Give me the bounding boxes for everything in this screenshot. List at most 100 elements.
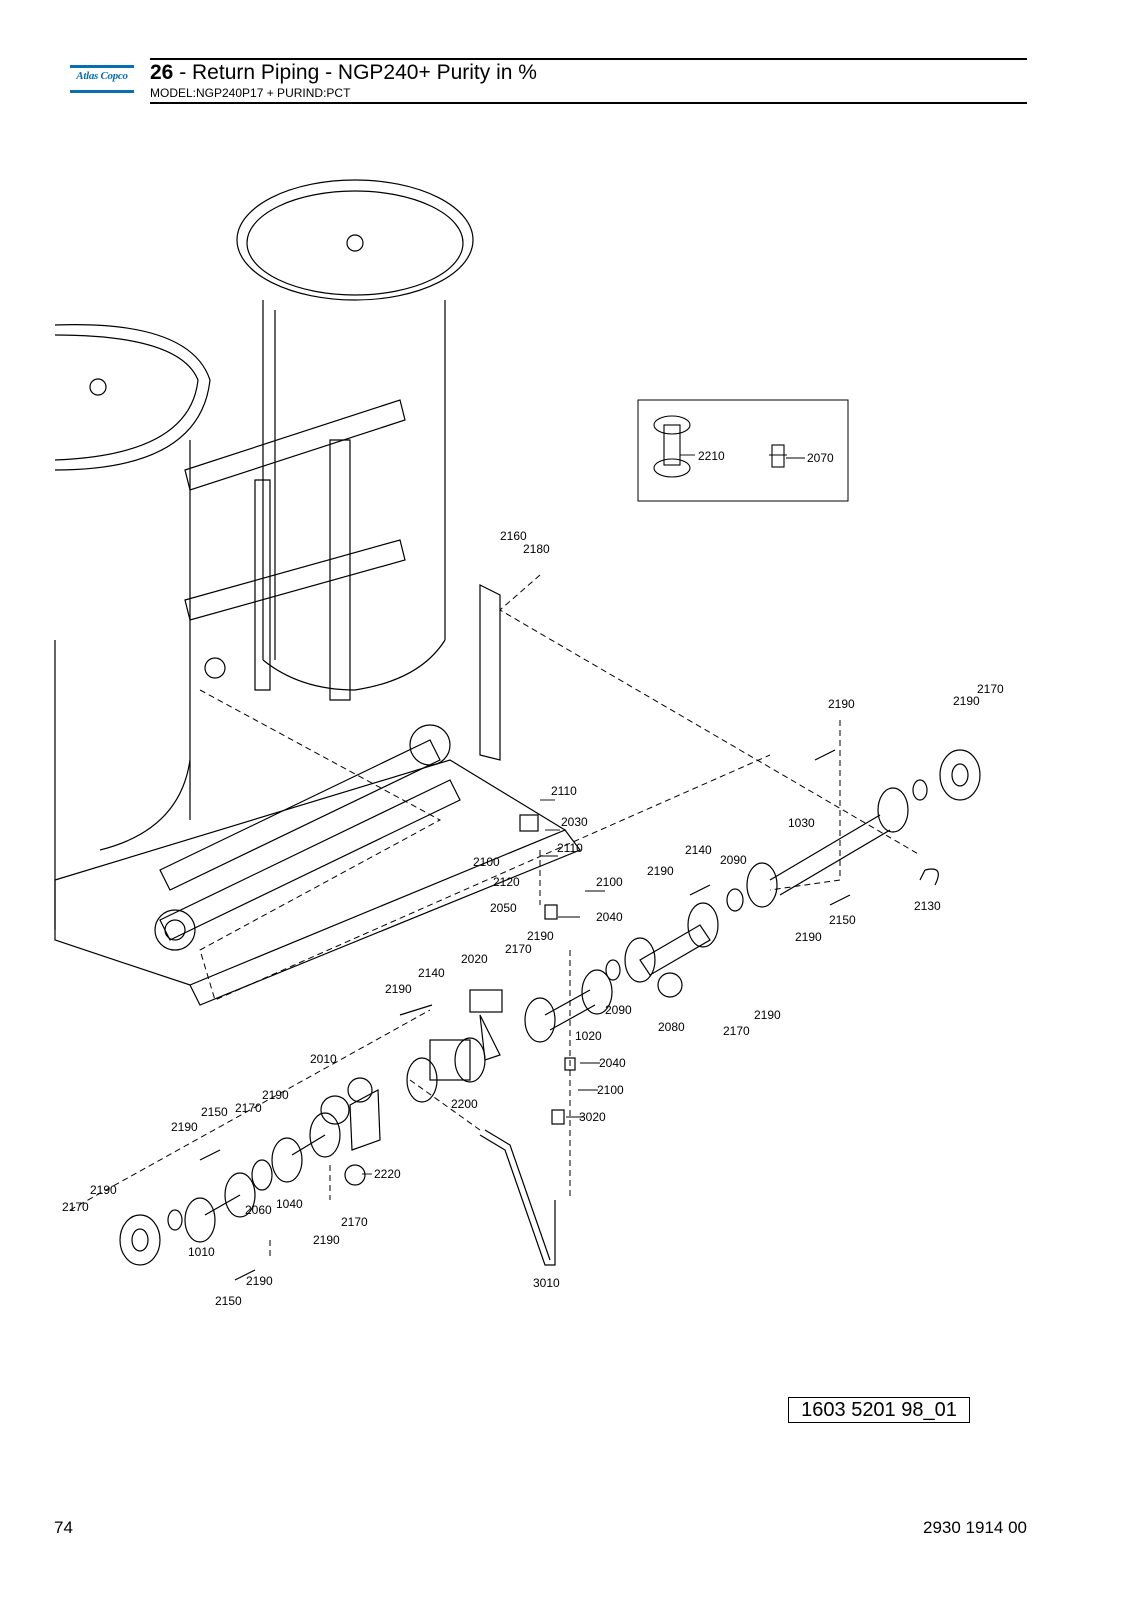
- callout-2130: 2130: [914, 899, 941, 913]
- frame-rail-middle: [184, 539, 406, 621]
- callout-2140-a: 2140: [418, 966, 445, 980]
- callout-2040: 2040: [596, 910, 623, 924]
- callout-2090-a: 2090: [605, 1003, 632, 1017]
- callout-2100-b: 2100: [596, 875, 623, 889]
- bolt-2140-upper: [689, 884, 711, 896]
- callout-2070: 2070: [807, 451, 834, 465]
- flange-right: [939, 749, 981, 801]
- callout-3020: 3020: [579, 1110, 606, 1124]
- existing-return-pipe: [159, 779, 461, 941]
- bolt-2150-lower: [199, 1149, 221, 1161]
- frame-rail-upper: [184, 399, 406, 491]
- callout-2210: 2210: [698, 449, 725, 463]
- section-title: - Return Piping - NGP240+ Purity in %: [173, 61, 537, 84]
- page-number: 74: [54, 1518, 73, 1537]
- spool-2080: [639, 924, 711, 976]
- spool-2210-top-flange: [653, 415, 691, 435]
- callout-2190-g: 2190: [795, 930, 822, 944]
- callout-2100: 2100: [473, 855, 500, 869]
- callout-1020: 1020: [575, 1029, 602, 1043]
- callout-2150-b: 2150: [201, 1105, 228, 1119]
- callout-2190-l: 2190: [246, 1274, 273, 1288]
- callout-2200: 2200: [451, 1097, 478, 1111]
- butterfly-valve-2010: [320, 1095, 350, 1125]
- nut-2220: [344, 1164, 366, 1186]
- callout-2180: 2180: [523, 542, 550, 556]
- bracket-2030: [519, 814, 539, 832]
- callout-2140-b: 2140: [685, 843, 712, 857]
- fitting-2040: [564, 1057, 576, 1071]
- callout-1040: 1040: [276, 1197, 303, 1211]
- callout-2190-j: 2190: [313, 1233, 340, 1247]
- fitting-3020: [551, 1109, 565, 1125]
- callout-1010: 1010: [188, 1245, 215, 1259]
- callout-2020: 2020: [461, 952, 488, 966]
- bolt-2150: [829, 894, 851, 906]
- callout-2190-f: 2190: [953, 694, 980, 708]
- pipe-1030: [769, 814, 881, 881]
- callout-2040-b: 2040: [599, 1056, 626, 1070]
- bolt-2140: [399, 1004, 433, 1016]
- callout-2150-a: 2150: [829, 913, 856, 927]
- leader-lines: [362, 454, 805, 1175]
- callout-1030: 1030: [788, 816, 815, 830]
- left-vessel-top-flange: [54, 324, 211, 471]
- right-vessel-top-flange: [236, 179, 474, 301]
- inset-parts: [653, 415, 787, 478]
- callout-2190-a: 2190: [527, 929, 554, 943]
- callout-2190-c: 2190: [754, 1008, 781, 1022]
- callout-2050: 2050: [490, 901, 517, 915]
- callout-2110: 2110: [551, 784, 577, 798]
- header-rule-top: [150, 58, 1027, 60]
- callout-2170-a: 2170: [505, 942, 532, 956]
- valve-2200: [429, 1039, 471, 1081]
- callout-3010: 3010: [533, 1276, 560, 1290]
- fitting-2070: [771, 444, 785, 468]
- page-title: 26 - Return Piping - NGP240+ Purity in %: [150, 60, 537, 86]
- spool-1040: [291, 1134, 326, 1156]
- section-number: 26: [150, 61, 174, 84]
- callout-2190-e: 2190: [828, 697, 855, 711]
- callout-labels: 2210 2070 2160 2180 2110 2030 2110 2100 …: [62, 449, 1004, 1308]
- bolt-2150-bottom: [234, 1269, 256, 1281]
- callout-2220: 2220: [374, 1167, 401, 1181]
- callout-2170-e: 2170: [341, 1215, 368, 1229]
- callout-2190-d: 2190: [647, 864, 674, 878]
- callout-2110-b: 2110: [557, 841, 583, 855]
- inset-box: [637, 399, 849, 502]
- gasket-2060: [251, 1159, 273, 1191]
- callout-2010: 2010: [310, 1052, 337, 1066]
- flange-left: [119, 1214, 161, 1266]
- assembly-dashed-lines: [69, 574, 921, 1260]
- callout-2190-b: 2190: [385, 982, 412, 996]
- callout-2080: 2080: [658, 1020, 685, 1034]
- frame-post: [479, 584, 501, 761]
- callout-2160: 2160: [500, 529, 527, 543]
- exploded-parts: [119, 749, 981, 1281]
- callout-2030: 2030: [561, 815, 588, 829]
- fitting-2050: [544, 904, 558, 920]
- actuator-2020: [469, 989, 503, 1013]
- callout-2190-k: 2190: [90, 1183, 117, 1197]
- callout-2170-d: 2170: [235, 1101, 262, 1115]
- callout-2090-b: 2090: [720, 853, 747, 867]
- callout-2150-c: 2150: [215, 1294, 242, 1308]
- header-rule-bottom: [150, 102, 1027, 104]
- callout-2120: 2120: [493, 875, 520, 889]
- callout-2170-f: 2170: [62, 1200, 89, 1214]
- spool-1010: [204, 1194, 241, 1216]
- hose-3010: [479, 1134, 556, 1266]
- callout-2100-c: 2100: [597, 1083, 624, 1097]
- logo-band-top: [70, 65, 134, 68]
- bolt-2190: [814, 749, 836, 761]
- callout-2060: 2060: [245, 1203, 272, 1217]
- dryer-vessels: [54, 179, 581, 1006]
- document-number: 2930 1914 00: [923, 1518, 1027, 1537]
- callout-2170-b: 2170: [723, 1024, 750, 1038]
- logo-text: Atlas Copco: [76, 70, 128, 82]
- logo-band-bottom: [70, 90, 134, 93]
- callout-2170-c: 2170: [977, 682, 1004, 696]
- base-frame: [54, 759, 567, 986]
- atlas-copco-logo: Atlas Copco: [70, 60, 134, 96]
